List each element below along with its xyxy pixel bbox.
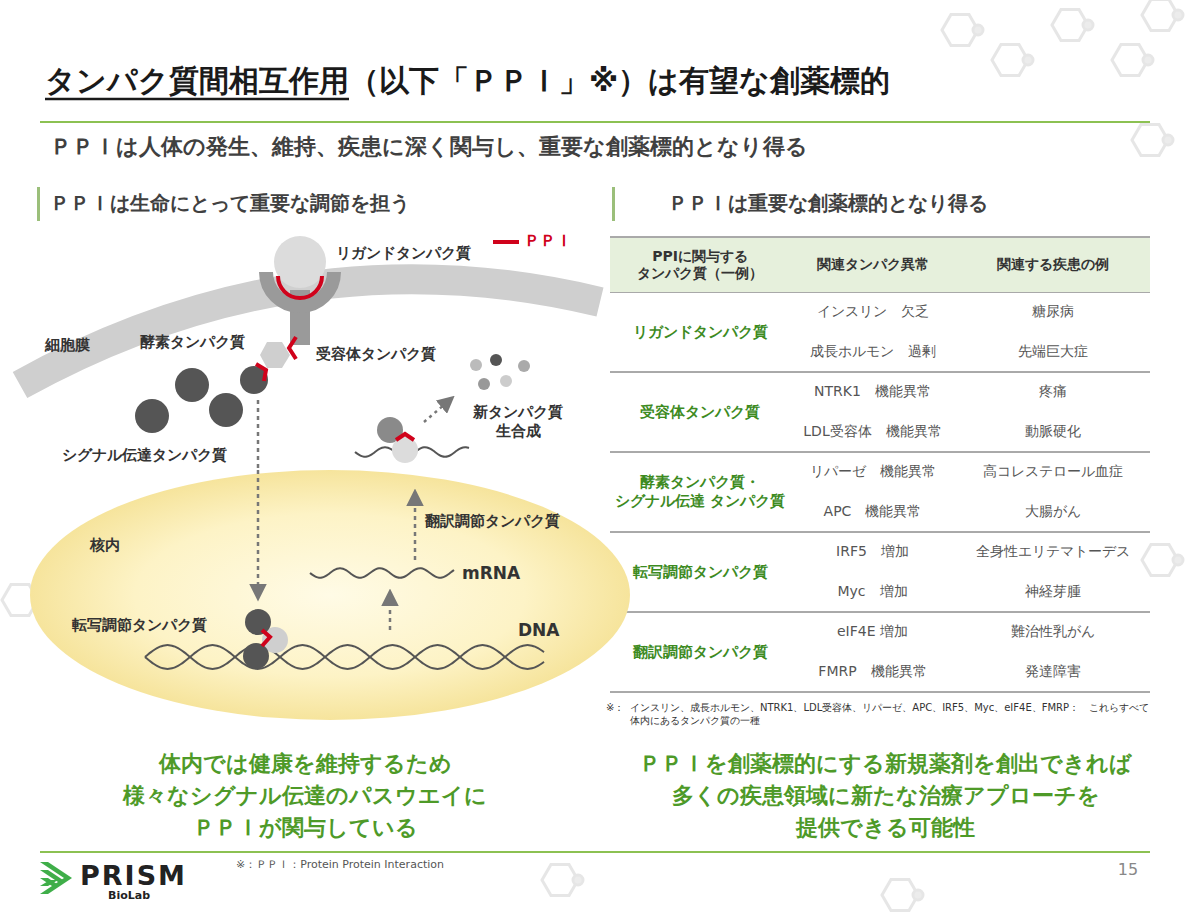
section-heading: ＰＰＩは生命にとって重要な調節を担う <box>50 191 590 216</box>
header-rule <box>40 121 1150 123</box>
footnote-mark: ※： <box>606 702 630 715</box>
footer-rule <box>40 851 1150 853</box>
table-cell: 動脈硬化 <box>955 412 1150 452</box>
table-cell: Myc 増加 <box>790 572 955 612</box>
new-protein-dot <box>500 375 512 387</box>
part-label: 酵素タンパク質 <box>140 333 255 352</box>
new-protein-dot <box>518 360 530 372</box>
table-row-heading: 酵素タンパク質・ シグナル伝達 タンパク質 <box>612 452 788 532</box>
table-cell: 高コレステロール血症 <box>955 452 1150 492</box>
footnote: インスリン、成長ホルモン、NTRK1、LDL受容体、リパーゼ、APC、IRF5、… <box>630 702 1160 727</box>
nucleus-region: 核内 <box>30 470 630 720</box>
part-label: DNA <box>518 620 568 641</box>
part-label: 翻訳調節タンパク質 <box>425 512 595 531</box>
table-header-cell: 関連する疾患の例 <box>955 238 1150 292</box>
new-protein-dot <box>470 359 482 371</box>
table-cell: APC 機能異常 <box>790 492 955 532</box>
footnote: ※：ＰＰＩ：Protein Protein Interaction <box>236 858 636 872</box>
table-cell: eIF4E 増加 <box>790 612 955 652</box>
table-cell: インスリン 欠乏 <box>790 292 955 332</box>
part-label: 転写調節タンパク質 <box>72 616 247 635</box>
table-cell: 発達障害 <box>955 652 1150 692</box>
table-row-heading: 受容体タンパク質 <box>612 372 788 452</box>
table-cell: 全身性エリテマトーデス <box>955 532 1150 572</box>
legend-text: ＰＰＩ <box>524 231 572 251</box>
region-label: 核内 <box>90 536 120 555</box>
header-text: 関連タンパク異常 <box>811 256 935 274</box>
new-protein-dot <box>478 378 490 390</box>
table-cell: FMRP 機能異常 <box>790 652 955 692</box>
signal-protein <box>175 368 209 402</box>
header-text: PPIに関与する タンパク質（一例） <box>610 248 790 283</box>
part-label: mRNA <box>462 563 522 584</box>
nucleus-shape <box>30 470 630 720</box>
table-cell: NTRK1 機能異常 <box>790 372 955 412</box>
table-cell: 大腸がん <box>955 492 1150 532</box>
section-bar <box>37 187 40 221</box>
synthesis-arrow <box>424 398 452 422</box>
table-header-cell: PPIに関与する タンパク質（一例） <box>610 238 790 292</box>
enzyme-protein <box>260 342 290 368</box>
table-cell: 成長ホルモン 過剰 <box>790 332 955 372</box>
table-cell: 糖尿病 <box>955 292 1150 332</box>
ligand-protein <box>274 236 326 288</box>
section-heading: ＰＰＩは重要な創薬標的となり得る <box>668 191 1148 216</box>
new-protein-dot <box>490 354 502 366</box>
conclusion: 体内では健康を維持するため 様々なシグナル伝達のパスウエイに ＰＰＩが関与してい… <box>110 748 500 844</box>
subtitle: ＰＰＩは人体の発生、維持、疾患に深く関与し、重要な創薬標的となり得る <box>50 131 1160 163</box>
title-underline <box>45 98 349 101</box>
section-bar <box>612 187 615 221</box>
header-text: 関連する疾患の例 <box>991 256 1115 274</box>
translation-protein <box>392 437 418 463</box>
signal-protein <box>209 393 243 427</box>
slide-title: タンパク質間相互作用（以下「ＰＰＩ」※）は有望な創薬標的 <box>45 62 890 100</box>
ppi-mark <box>289 337 296 359</box>
table-cell: 疼痛 <box>955 372 1150 412</box>
table-cell: 先端巨大症 <box>955 332 1150 372</box>
table-row-heading: リガンドタンパク質 <box>612 292 788 372</box>
table-cell: 神経芽腫 <box>955 572 1150 612</box>
part-label: 受容体タンパク質 <box>316 345 456 364</box>
table-cell: リパーゼ 機能異常 <box>790 452 955 492</box>
part-label: 細胞膜 <box>45 336 105 355</box>
conclusion: ＰＰＩを創薬標的にする新規薬剤を創出できれば 多くの疾患領域に新たな治療アプロー… <box>628 748 1143 844</box>
part-label: シグナル伝達タンパク質 <box>62 446 252 465</box>
table-row-heading: 翻訳調節タンパク質 <box>612 612 788 692</box>
part-label: リガンドタンパク質 <box>336 244 486 263</box>
legend-line-sample <box>493 240 519 244</box>
signal-arrow <box>257 400 260 472</box>
table-header-cell: 関連タンパク異常 <box>790 238 955 292</box>
ppi-mark <box>396 434 414 440</box>
part-label: 新タンパク質 生合成 <box>462 403 574 441</box>
table-cell: IRF5 増加 <box>790 532 955 572</box>
page-number: 15 <box>1108 860 1148 880</box>
logo-text: BioLab <box>108 889 188 903</box>
signal-protein <box>135 399 169 433</box>
logo-mark <box>40 862 72 894</box>
table-row-heading: 転写調節タンパク質 <box>612 532 788 612</box>
table-cell: 難治性乳がん <box>955 612 1150 652</box>
table-rules <box>610 237 1150 692</box>
ppi-mark <box>256 364 266 381</box>
ppi-mark <box>278 276 322 298</box>
table-cell: LDL受容体 機能異常 <box>790 412 955 452</box>
